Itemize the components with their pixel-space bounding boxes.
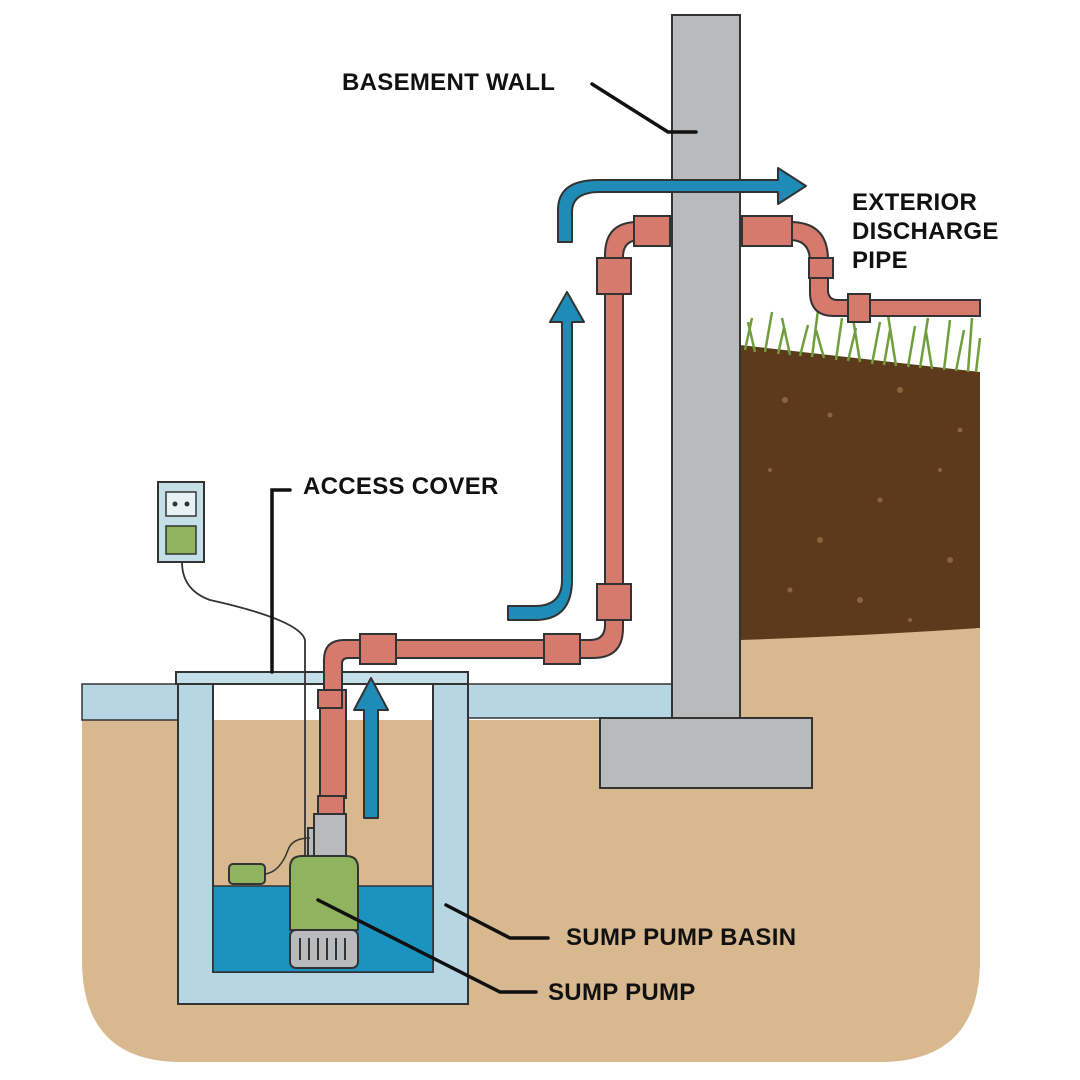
label-basement-wall: BASEMENT WALL — [342, 69, 556, 96]
label-line-1: EXTERIOR — [852, 189, 978, 216]
basement-wall — [671, 14, 741, 719]
water-flow-arrows — [353, 167, 807, 819]
label-line-2: DISCHARGE — [852, 218, 999, 245]
discharge-pipe — [317, 215, 981, 815]
wall-footing — [599, 717, 813, 789]
exterior-soil — [740, 345, 980, 645]
grass — [743, 309, 982, 373]
leader-lines — [270, 82, 698, 994]
access-cover — [175, 671, 469, 685]
power-cord — [181, 561, 306, 880]
electrical-outlet — [157, 481, 205, 563]
label-line-3: PIPE — [852, 247, 908, 274]
label-access-cover: ACCESS COVER — [303, 473, 499, 500]
label-sump-pump-basin: SUMP PUMP BASIN — [566, 924, 797, 951]
label-sump-pump: SUMP PUMP — [548, 979, 696, 1006]
label-exterior-discharge-pipe: EXTERIOR DISCHARGE PIPE — [852, 188, 999, 275]
